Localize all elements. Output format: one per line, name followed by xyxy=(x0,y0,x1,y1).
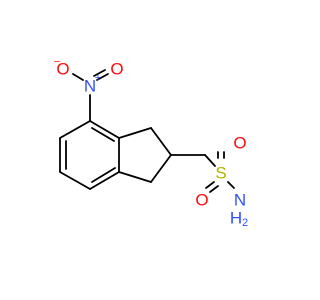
bond-nitro-n-to-o-right xyxy=(96,73,109,81)
bond-ring-double-inner-top xyxy=(91,127,115,142)
bond-nitro-n-to-o-left xyxy=(72,73,84,81)
atom-label-nitro-o-left: O xyxy=(56,59,69,78)
bond-layer xyxy=(59,69,235,193)
bond-ch2-to-s xyxy=(204,154,216,167)
atom-label-nitro-n: N xyxy=(84,76,96,95)
bond-ring-c6-c1 xyxy=(89,120,120,139)
bond-nitro-n-to-o-right-double xyxy=(93,69,106,77)
bond-s-to-o-bottom xyxy=(205,181,215,189)
atom-label-sulfur: S xyxy=(215,163,226,182)
atom-label-sulfonyl-o-top: O xyxy=(233,133,246,152)
molecule-structure-diagram: O − N + O S O O N H 2 xyxy=(54,56,248,229)
atom-charge-nitro-o-left: − xyxy=(54,56,60,68)
atom-charge-nitro-n: + xyxy=(95,72,101,84)
atom-label-sulfonyl-o-bottom: O xyxy=(195,190,208,209)
bond-ring-c3-c4 xyxy=(59,171,91,190)
atom-label-amide-n: N xyxy=(234,190,246,209)
atom-label-amide-h-count: 2 xyxy=(242,217,248,229)
bond-ring-c4-c5 xyxy=(89,171,120,190)
bond-s-to-o-bottom-double xyxy=(209,185,219,193)
bond-cyclopentane-ch2-c5 xyxy=(118,171,152,183)
bond-cyclopentane-c6-ch2 xyxy=(118,127,152,139)
atom-label-nitro-o-right: O xyxy=(110,59,123,78)
bond-cyclopentane-ch2-ch xyxy=(150,127,172,156)
atom-label-amide-h: H xyxy=(230,208,242,227)
bond-ring-c1-c2 xyxy=(59,120,91,139)
bond-cyclopentane-ch-ch2 xyxy=(150,154,172,183)
bond-s-to-n xyxy=(227,181,235,189)
bond-ring-double-inner-bottom xyxy=(91,167,116,183)
